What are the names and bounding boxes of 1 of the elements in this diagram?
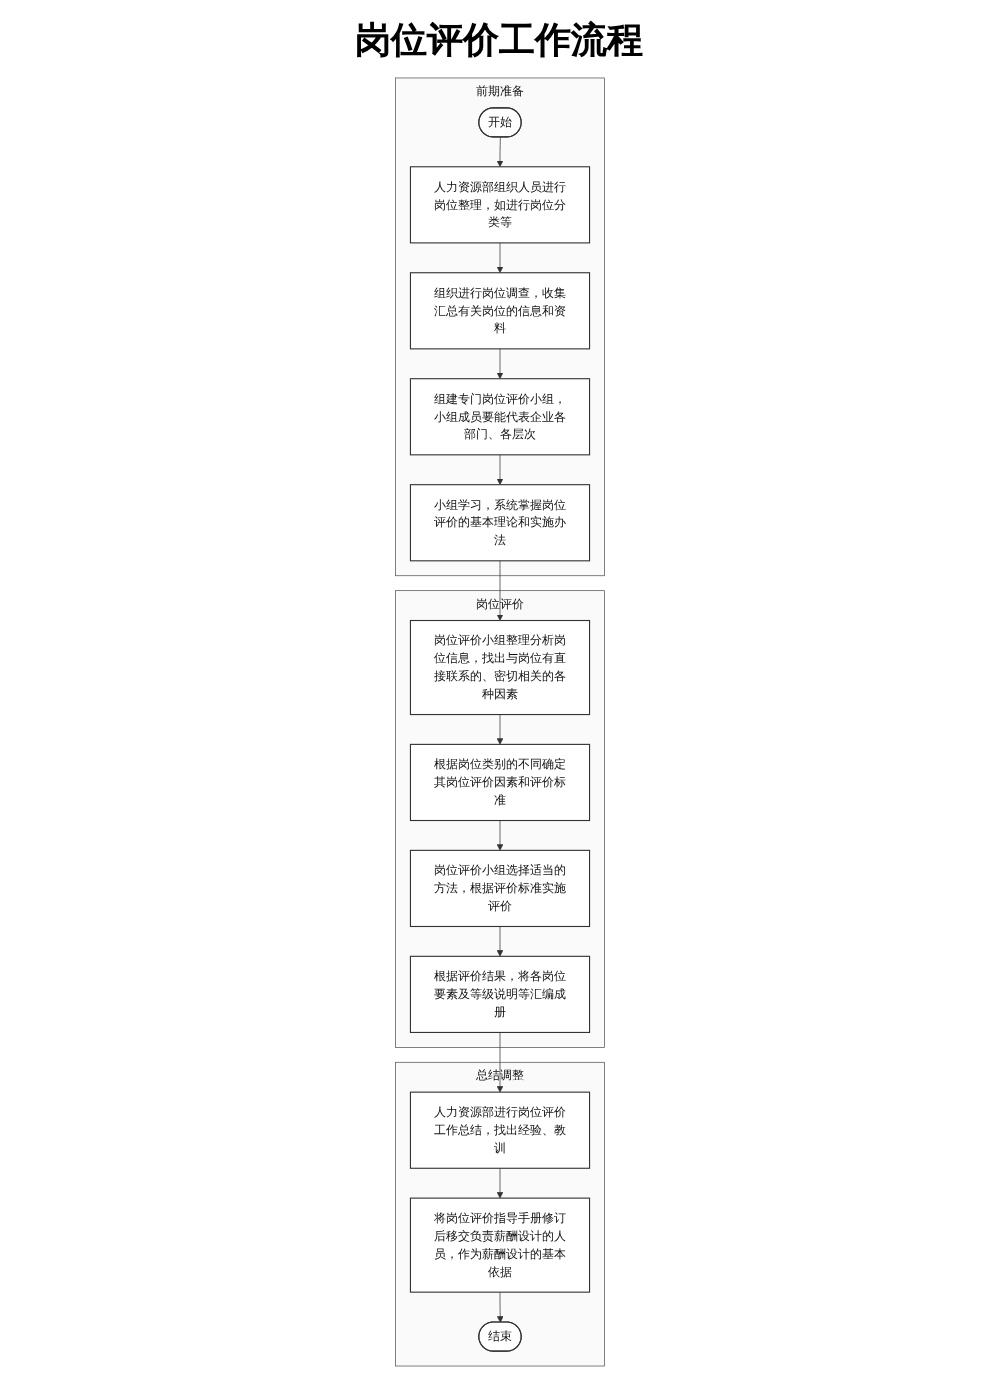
diagram-title: 岗位评价工作流程 (353, 18, 645, 64)
